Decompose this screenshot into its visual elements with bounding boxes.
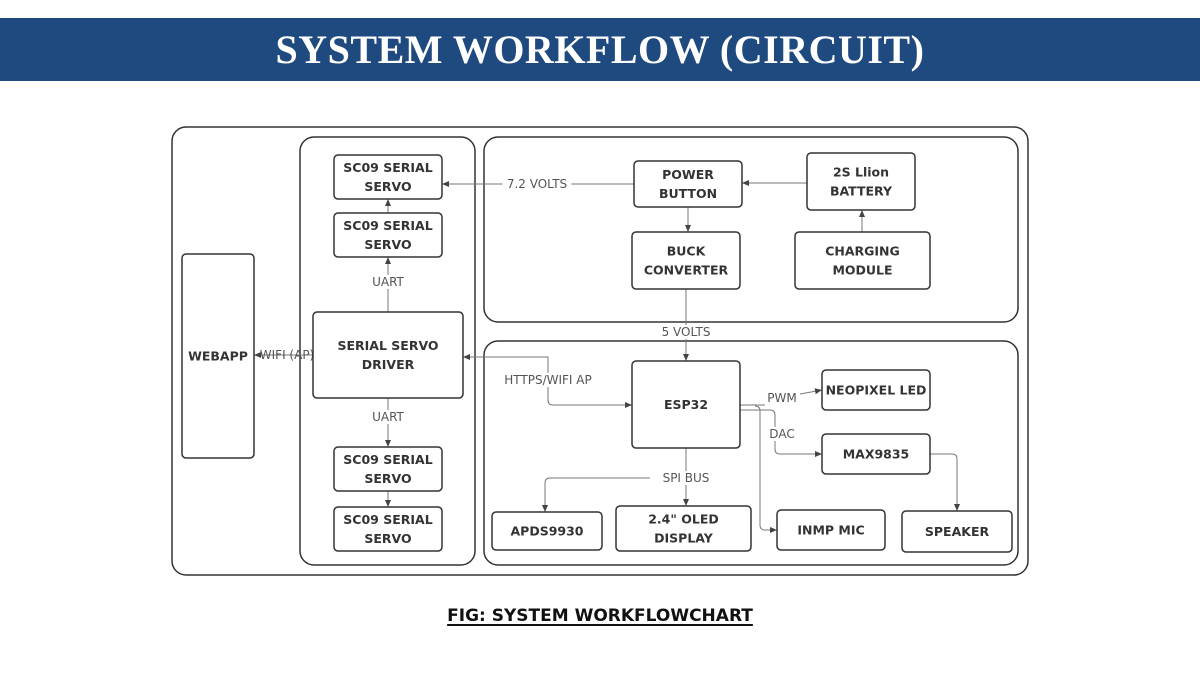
node-box [633, 160, 743, 208]
node-servo3: SC09 SERIAL SERVO [333, 446, 443, 492]
node-box [631, 360, 741, 449]
label-uart-top-bg [371, 275, 405, 289]
node-box [312, 311, 464, 399]
node-power: POWER BUTTON [633, 160, 743, 208]
node-label: NEOPIXEL LED [826, 383, 927, 398]
node-label: 2.4" OLED [648, 512, 719, 527]
edge-max9835-to-speaker [930, 453, 960, 511]
node-label: CHARGING [825, 244, 900, 259]
node-box [491, 511, 603, 551]
label-uart-bottom-bg [371, 410, 405, 424]
node-label: BUCK [667, 244, 707, 259]
node-box [631, 231, 741, 290]
node-label: MAX9835 [843, 447, 910, 462]
node-label: CONVERTER [644, 263, 729, 278]
node-apds: APDS9930 [491, 511, 603, 551]
node-label: SERVO [364, 531, 411, 546]
servo-group-frame [299, 136, 476, 566]
node-label: SERIAL SERVO [337, 338, 438, 353]
node-box [901, 510, 1013, 553]
label-uart-bottom: UART [372, 410, 404, 424]
node-label: POWER [662, 167, 714, 182]
label-dac: DAC [769, 427, 794, 441]
label-dac-bg [769, 427, 795, 441]
figure-caption-wrap: FIG: SYSTEM WORKFLOWCHART [0, 606, 1200, 626]
node-box [794, 231, 931, 290]
node-label: DISPLAY [654, 531, 714, 546]
power-group-frame [483, 136, 1019, 323]
node-label: SERVO [364, 237, 411, 252]
label-https-wifi-ap-bg [499, 373, 597, 387]
node-box [806, 152, 916, 211]
node-box [821, 433, 931, 475]
node-label: SC09 SERIAL [343, 452, 432, 467]
node-label: INMP MIC [797, 523, 864, 538]
label-wifi-ap: WIFI (AP) [260, 348, 314, 362]
node-speaker: SPEAKER [901, 510, 1013, 553]
node-mic: INMP MIC [776, 509, 886, 551]
title-banner: SYSTEM WORKFLOW (CIRCUIT) [0, 18, 1200, 81]
controller-group-frame [483, 340, 1019, 566]
node-label: SC09 SERIAL [343, 218, 432, 233]
node-box [333, 446, 443, 492]
label-spi-bus-bg [658, 471, 714, 485]
node-box [776, 509, 886, 551]
node-max9835: MAX9835 [821, 433, 931, 475]
node-servo4: SC09 SERIAL SERVO [333, 506, 443, 552]
page-title: SYSTEM WORKFLOW (CIRCUIT) [275, 27, 925, 72]
edge-esp32-to-mic [754, 405, 777, 533]
node-buck: BUCK CONVERTER [631, 231, 741, 290]
node-box [333, 506, 443, 552]
edge-esp32-to-neopixel [740, 390, 822, 406]
label-5-volts: 5 VOLTS [662, 325, 711, 339]
node-driver: SERIAL SERVO DRIVER [312, 311, 464, 399]
node-label: DRIVER [362, 357, 415, 372]
node-label: APDS9930 [510, 524, 583, 539]
node-box [181, 253, 255, 459]
node-neopixel: NEOPIXEL LED [821, 369, 931, 411]
node-label: SC09 SERIAL [343, 160, 432, 175]
node-label: SERVO [364, 471, 411, 486]
node-webapp: WEBAPP [181, 253, 255, 459]
edge-spi-to-apds [542, 477, 650, 512]
node-label: MODULE [832, 263, 892, 278]
node-label: 2S Llion [833, 165, 889, 180]
node-label: WEBAPP [188, 349, 248, 364]
label-7-2-volts-bg [502, 177, 572, 191]
figure-caption: FIG: SYSTEM WORKFLOWCHART [447, 606, 753, 626]
node-oled: 2.4" OLED DISPLAY [615, 505, 752, 552]
edge-driver-to-esp32 [547, 392, 632, 408]
node-servo2: SC09 SERIAL SERVO [333, 212, 443, 258]
label-uart-top: UART [372, 275, 404, 289]
node-label: SERVO [364, 179, 411, 194]
label-pwm: PWM [767, 391, 796, 405]
node-box [333, 212, 443, 258]
label-spi-bus: SPI BUS [663, 471, 710, 485]
label-https-wifi-ap: HTTPS/WIFI AP [504, 373, 591, 387]
node-box [615, 505, 752, 552]
node-box [333, 154, 443, 200]
outer-frame [171, 126, 1029, 576]
node-label: SC09 SERIAL [343, 512, 432, 527]
label-7-2-volts: 7.2 VOLTS [507, 177, 567, 191]
node-label: BATTERY [830, 184, 893, 199]
node-servo1: SC09 SERIAL SERVO [333, 154, 443, 200]
node-label: SPEAKER [925, 524, 990, 539]
label-5-volts-bg [658, 325, 714, 339]
node-box [821, 369, 931, 411]
node-label: BUTTON [659, 186, 717, 201]
node-label: ESP32 [664, 397, 708, 412]
node-esp32: ESP32 [631, 360, 741, 449]
node-charging: CHARGING MODULE [794, 231, 931, 290]
